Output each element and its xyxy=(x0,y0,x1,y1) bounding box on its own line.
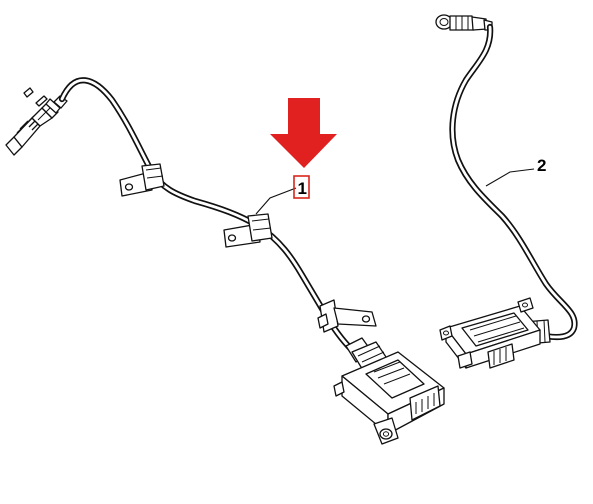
callout-1-label: 1 xyxy=(298,179,307,198)
callout-1-leader xyxy=(255,187,297,215)
callout-2: 2 xyxy=(485,156,546,187)
callout-2-label: 2 xyxy=(537,156,546,175)
part-1-sensor-assembly xyxy=(5,77,445,445)
down-arrow-icon xyxy=(270,98,337,168)
part-2-sensor-assembly xyxy=(435,14,578,369)
part-2-probe xyxy=(435,14,493,31)
callout-1: 1 xyxy=(255,175,310,215)
part-1-control-module xyxy=(333,351,445,445)
part-1-probe xyxy=(5,87,68,156)
part-1-clip-middle xyxy=(223,213,273,248)
part-2-control-module xyxy=(439,297,541,369)
callout-1-highlight-box xyxy=(293,175,310,199)
part-1-clip-upper xyxy=(119,163,165,197)
part-1-clip-lower xyxy=(317,299,377,333)
callout-2-leader xyxy=(485,168,535,187)
